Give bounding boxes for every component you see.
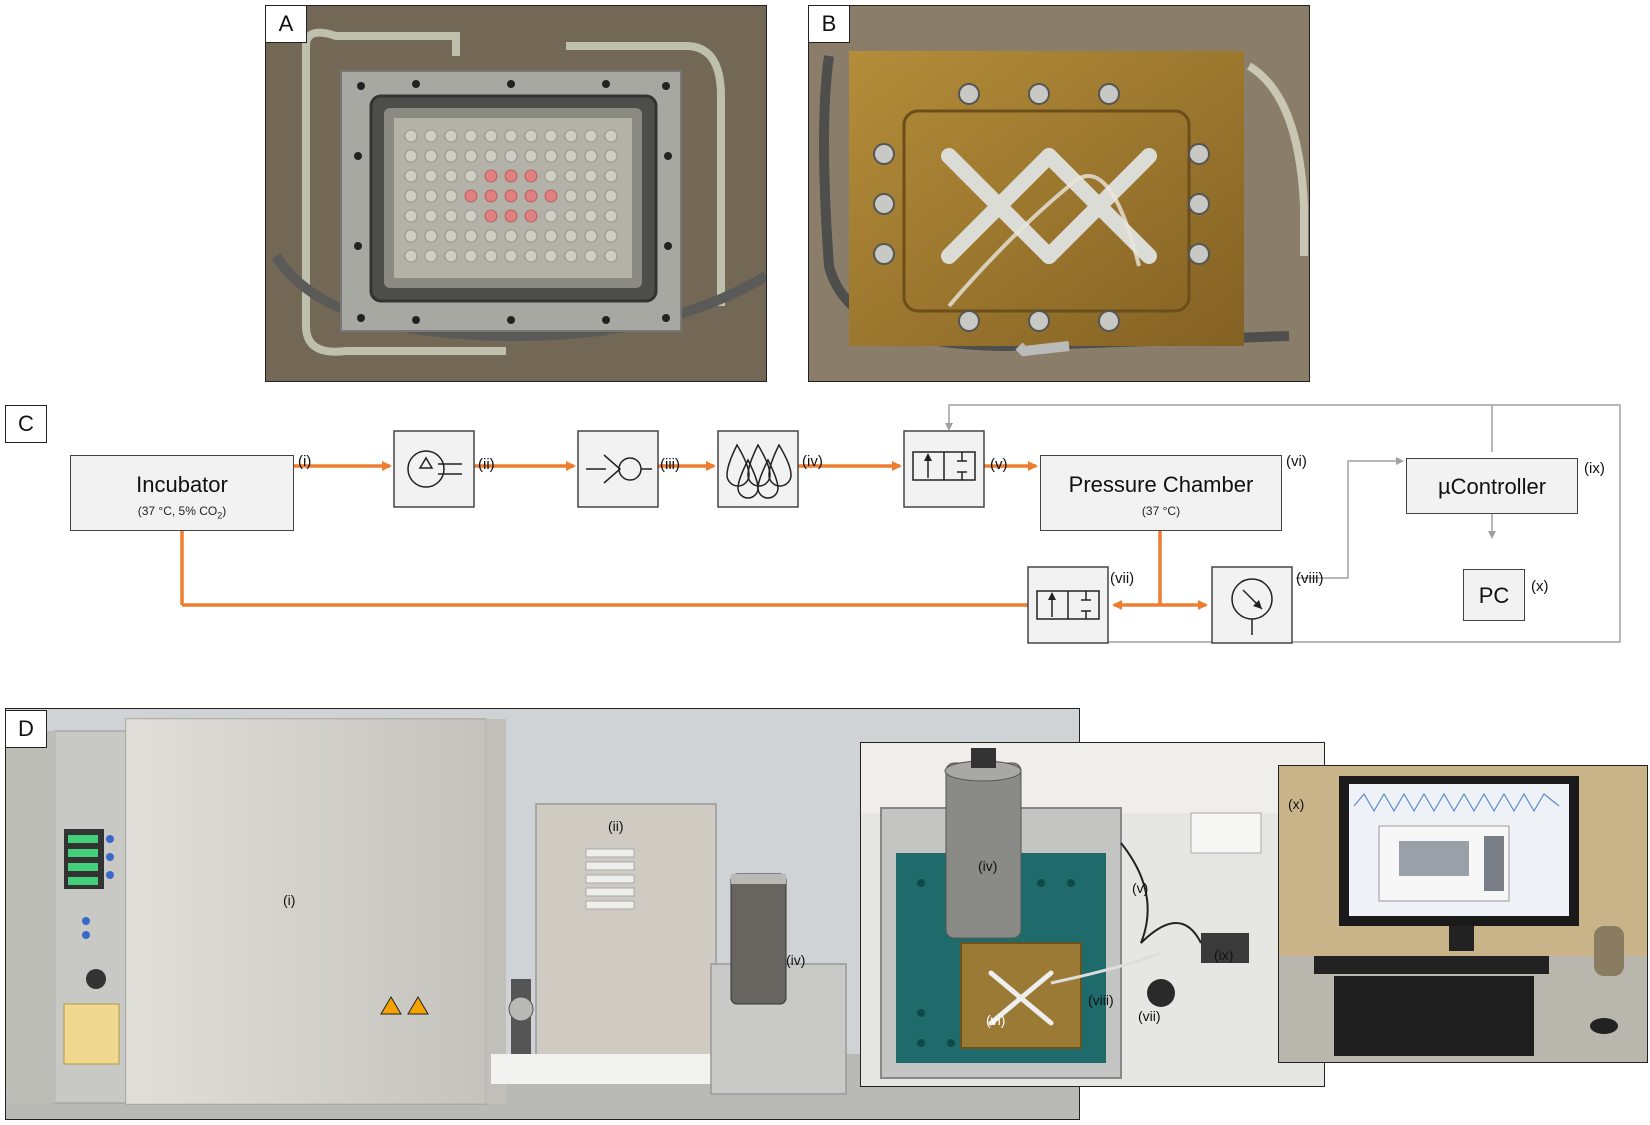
panel-b-tag: B xyxy=(808,5,850,43)
compressor-symbol xyxy=(393,430,475,508)
pressure-chamber-block: Pressure Chamber (37 °C) xyxy=(1040,455,1282,531)
photo-label-viii: (viii) xyxy=(1088,992,1114,1008)
photo-label-ix: (ix) xyxy=(1214,947,1234,963)
photo-label-ii: (ii) xyxy=(608,818,624,834)
photo-label-vii: (vii) xyxy=(1138,1008,1161,1024)
incubator-conditions-text: (37 °C, 5% CO xyxy=(137,504,218,518)
label-vii: (vii) xyxy=(1110,570,1135,587)
label-ix: (ix) xyxy=(1584,460,1605,477)
photo-label-vi: (vi) xyxy=(986,1012,1006,1028)
pc-block: PC xyxy=(1463,569,1525,621)
pc-photo xyxy=(1279,766,1647,1062)
photo-panel-a xyxy=(265,5,767,382)
inlet-valve-symbol xyxy=(903,430,985,508)
photo-panel-d-chamber xyxy=(860,742,1325,1087)
label-vi: (vi) xyxy=(1286,453,1307,470)
incubator-conditions: (37 °C, 5% CO2) xyxy=(71,504,293,520)
microcontroller-title: µController xyxy=(1437,474,1547,499)
label-v: (v) xyxy=(990,456,1008,473)
panel-d-tag: D xyxy=(5,710,47,748)
label-i: (i) xyxy=(298,453,312,470)
label-iv: (iv) xyxy=(802,453,823,470)
pc-title: PC xyxy=(1478,583,1510,608)
photo-panel-d-pc xyxy=(1278,765,1648,1063)
chamber-lid-photo xyxy=(809,6,1309,381)
label-iii: (iii) xyxy=(660,456,680,473)
humidifier-symbol xyxy=(717,430,799,508)
incubator-co2-subscript: 2 xyxy=(217,510,223,521)
photo-label-iv-chamber: (iv) xyxy=(978,858,998,874)
incubator-block: Incubator (37 °C, 5% CO2) xyxy=(70,455,294,531)
check-valve-symbol xyxy=(577,430,659,508)
chamber-bath-photo xyxy=(861,743,1324,1086)
photo-label-i: (i) xyxy=(283,892,296,908)
plate-holder-photo xyxy=(266,6,766,381)
outlet-valve-symbol xyxy=(1027,566,1109,644)
panel-c-tag: C xyxy=(5,405,47,443)
photo-label-v: (v) xyxy=(1132,880,1149,896)
pressure-chamber-title: Pressure Chamber xyxy=(1068,472,1254,497)
photo-label-x: (x) xyxy=(1288,796,1305,812)
photo-label-iv: (iv) xyxy=(786,952,806,968)
incubator-conditions-end: ) xyxy=(222,504,227,518)
label-ii: (ii) xyxy=(478,456,495,473)
label-viii: (viii) xyxy=(1296,570,1324,587)
pressure-chamber-temperature: (37 °C) xyxy=(1141,504,1181,518)
label-x: (x) xyxy=(1531,578,1549,595)
incubator-title: Incubator xyxy=(136,472,228,497)
pneumatic-schematic xyxy=(177,404,1621,644)
microcontroller-block: µController xyxy=(1406,458,1578,514)
photo-panel-b xyxy=(808,5,1310,382)
panel-a-tag: A xyxy=(265,5,307,43)
pressure-gauge-symbol xyxy=(1211,566,1293,644)
